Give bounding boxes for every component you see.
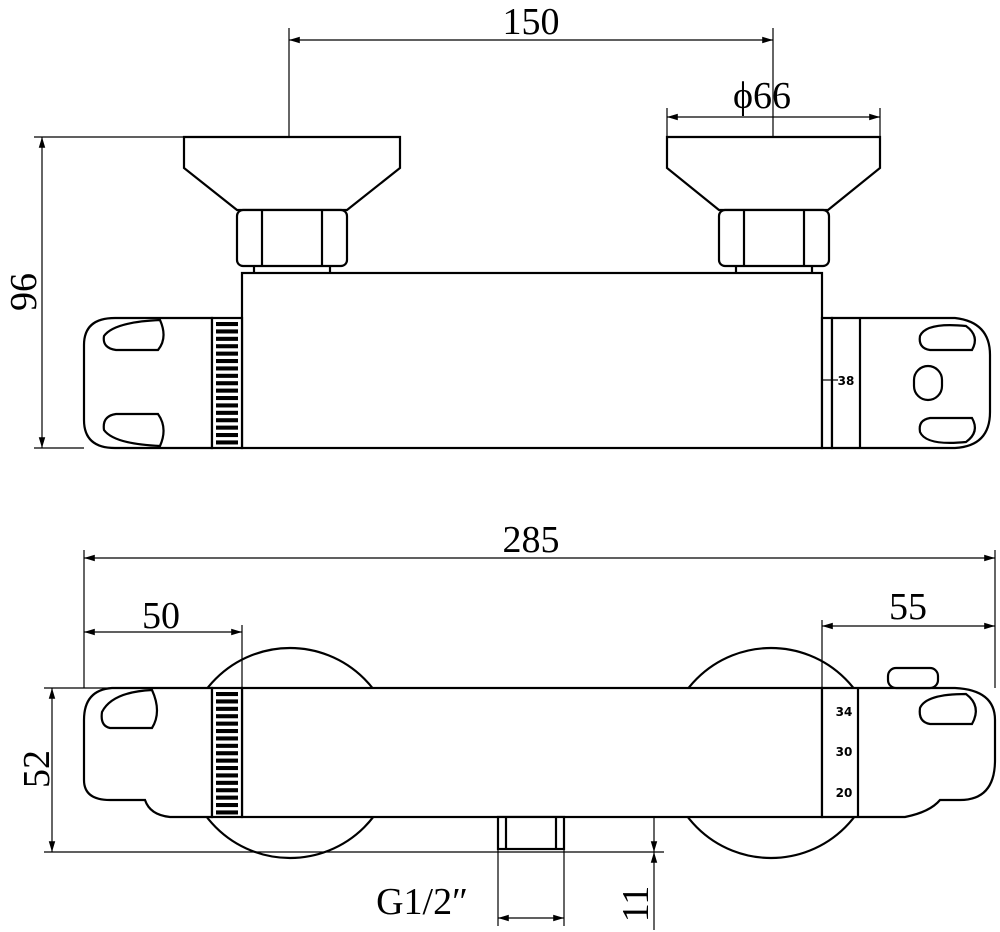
grip-stripe <box>216 751 238 756</box>
dim-outlet-offset: 11 <box>615 886 657 923</box>
grip-stripe <box>216 803 238 808</box>
grip-stripe <box>216 388 238 393</box>
grip-stripe <box>216 381 238 386</box>
grip-stripe <box>216 743 238 748</box>
grip-stripe <box>216 721 238 726</box>
valve-body-front <box>240 271 824 450</box>
grip-stripe <box>216 699 238 704</box>
dim-plate-diameter: ϕ66 <box>733 75 791 117</box>
left-wall-plate <box>182 135 402 212</box>
grip-stripe <box>216 440 238 445</box>
right-hex-nut <box>717 208 831 284</box>
dim-overall-length: 285 <box>503 519 560 561</box>
grip-stripe <box>216 692 238 697</box>
grip-stripe <box>216 758 238 763</box>
left-handle-top <box>82 686 214 819</box>
dim-left-handle: 50 <box>142 595 180 637</box>
valve-body-top <box>240 686 824 819</box>
right-handle-top <box>820 686 997 819</box>
dim-inlet-spacing: 150 <box>503 1 560 43</box>
grip-stripe <box>216 366 238 371</box>
front-grip-stripes <box>210 316 244 450</box>
dim-front-height: 96 <box>3 273 45 311</box>
grip-stripe <box>216 788 238 793</box>
top-view: 34 30 20 285 50 55 52 G1/2″ 11 <box>16 519 997 930</box>
grip-stripe <box>216 714 238 719</box>
grip-stripe <box>216 359 238 364</box>
grip-stripe <box>216 433 238 438</box>
top-scale-mark-20: 20 <box>836 786 853 800</box>
top-scale-mark-34: 34 <box>836 705 853 719</box>
grip-stripe <box>216 344 238 349</box>
grip-stripe <box>216 773 238 778</box>
front-view: 38 150 ϕ66 96 <box>3 1 992 450</box>
dim-right-handle: 55 <box>889 586 927 628</box>
grip-stripe <box>216 780 238 785</box>
grip-stripe <box>216 736 238 741</box>
grip-stripe <box>216 810 238 815</box>
grip-stripe <box>216 729 238 734</box>
dim-outlet-thread: G1/2″ <box>376 881 468 923</box>
right-wall-plate <box>665 135 882 212</box>
grip-stripe <box>216 336 238 341</box>
outlet-fitting <box>496 815 566 851</box>
right-handle-front <box>830 316 992 450</box>
front-scale-mark: 38 <box>838 374 855 388</box>
left-hex-nut <box>235 208 349 284</box>
grip-stripe <box>216 795 238 800</box>
grip-stripe <box>216 410 238 415</box>
grip-stripe <box>216 425 238 430</box>
grip-stripe <box>216 373 238 378</box>
top-grip-stripes <box>210 686 244 819</box>
grip-stripe <box>216 403 238 408</box>
grip-stripe <box>216 418 238 423</box>
grip-stripe <box>216 396 238 401</box>
grip-stripe <box>216 329 238 334</box>
grip-stripe <box>216 706 238 711</box>
grip-stripe <box>216 351 238 356</box>
top-scale-mark-30: 30 <box>836 745 853 759</box>
temperature-stop-button <box>886 666 940 690</box>
dim-body-depth: 52 <box>16 750 58 788</box>
grip-stripe <box>216 766 238 771</box>
grip-stripe <box>216 322 238 327</box>
